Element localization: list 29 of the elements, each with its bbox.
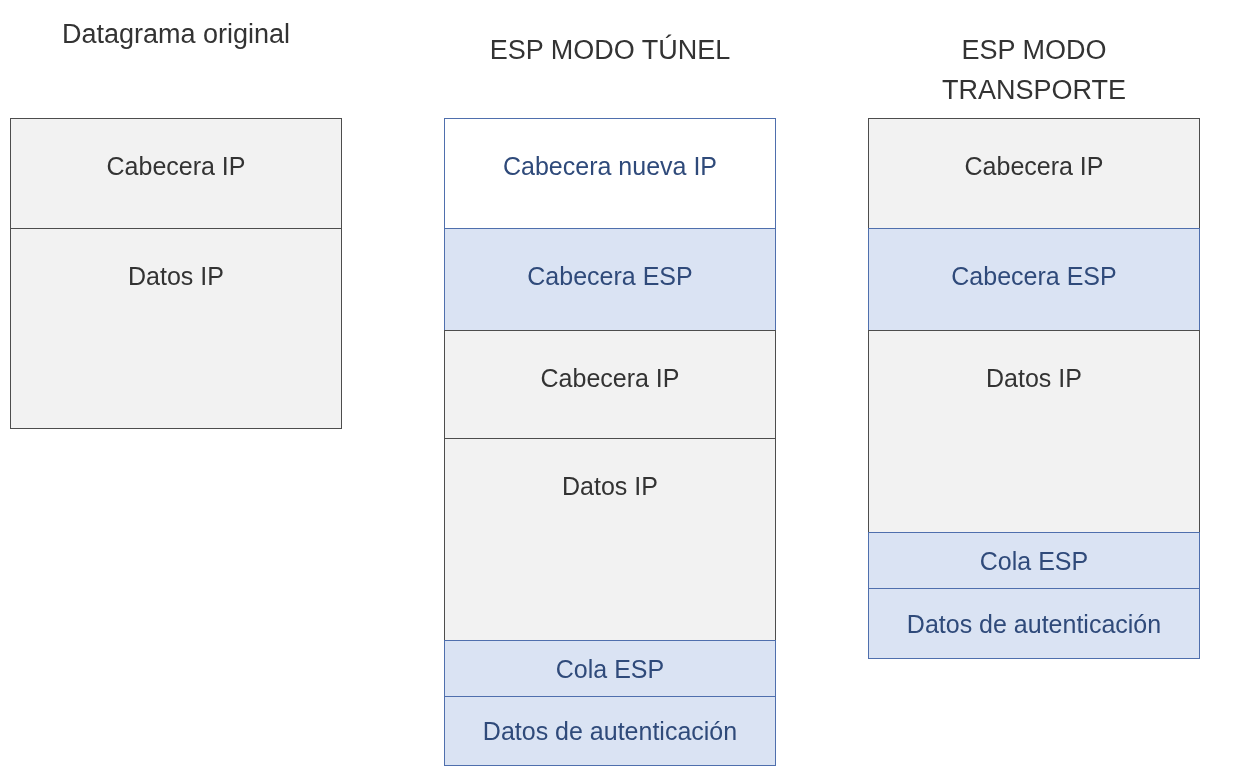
packet-field bbox=[868, 532, 1200, 589]
field-label: Cabecera IP bbox=[106, 151, 246, 181]
packet-field bbox=[444, 696, 776, 766]
field-label: Datos IP bbox=[986, 363, 1082, 393]
column-heading: ESP MODO TRANSPORTE bbox=[941, 34, 1127, 107]
field-label: Datos IP bbox=[562, 471, 658, 501]
field-label: Datos de autenticación bbox=[482, 716, 738, 746]
field-label: Cabecera ESP bbox=[527, 261, 693, 291]
field-label: Cola ESP bbox=[979, 545, 1089, 576]
packet-field bbox=[444, 228, 776, 331]
field-label: Cabecera IP bbox=[540, 363, 680, 393]
field-label: Datos de autenticación bbox=[906, 608, 1162, 639]
packet-field bbox=[444, 330, 776, 439]
column-heading: Datagrama original bbox=[60, 18, 292, 51]
packet-field bbox=[444, 118, 776, 229]
packet-field bbox=[10, 228, 342, 429]
field-label: Cabecera ESP bbox=[951, 261, 1117, 291]
field-label: Cabecera IP bbox=[964, 151, 1104, 181]
packet-field bbox=[868, 228, 1200, 331]
packet-field bbox=[444, 438, 776, 641]
packet-field bbox=[868, 330, 1200, 533]
packet-field bbox=[10, 118, 342, 229]
packet-field bbox=[868, 118, 1200, 229]
packet-field bbox=[444, 640, 776, 697]
field-label: Datos IP bbox=[128, 261, 224, 291]
packet-field bbox=[868, 588, 1200, 659]
field-label: Cabecera nueva IP bbox=[503, 151, 717, 181]
column-heading: ESP MODO TÚNEL bbox=[488, 33, 732, 67]
field-label: Cola ESP bbox=[555, 653, 665, 684]
